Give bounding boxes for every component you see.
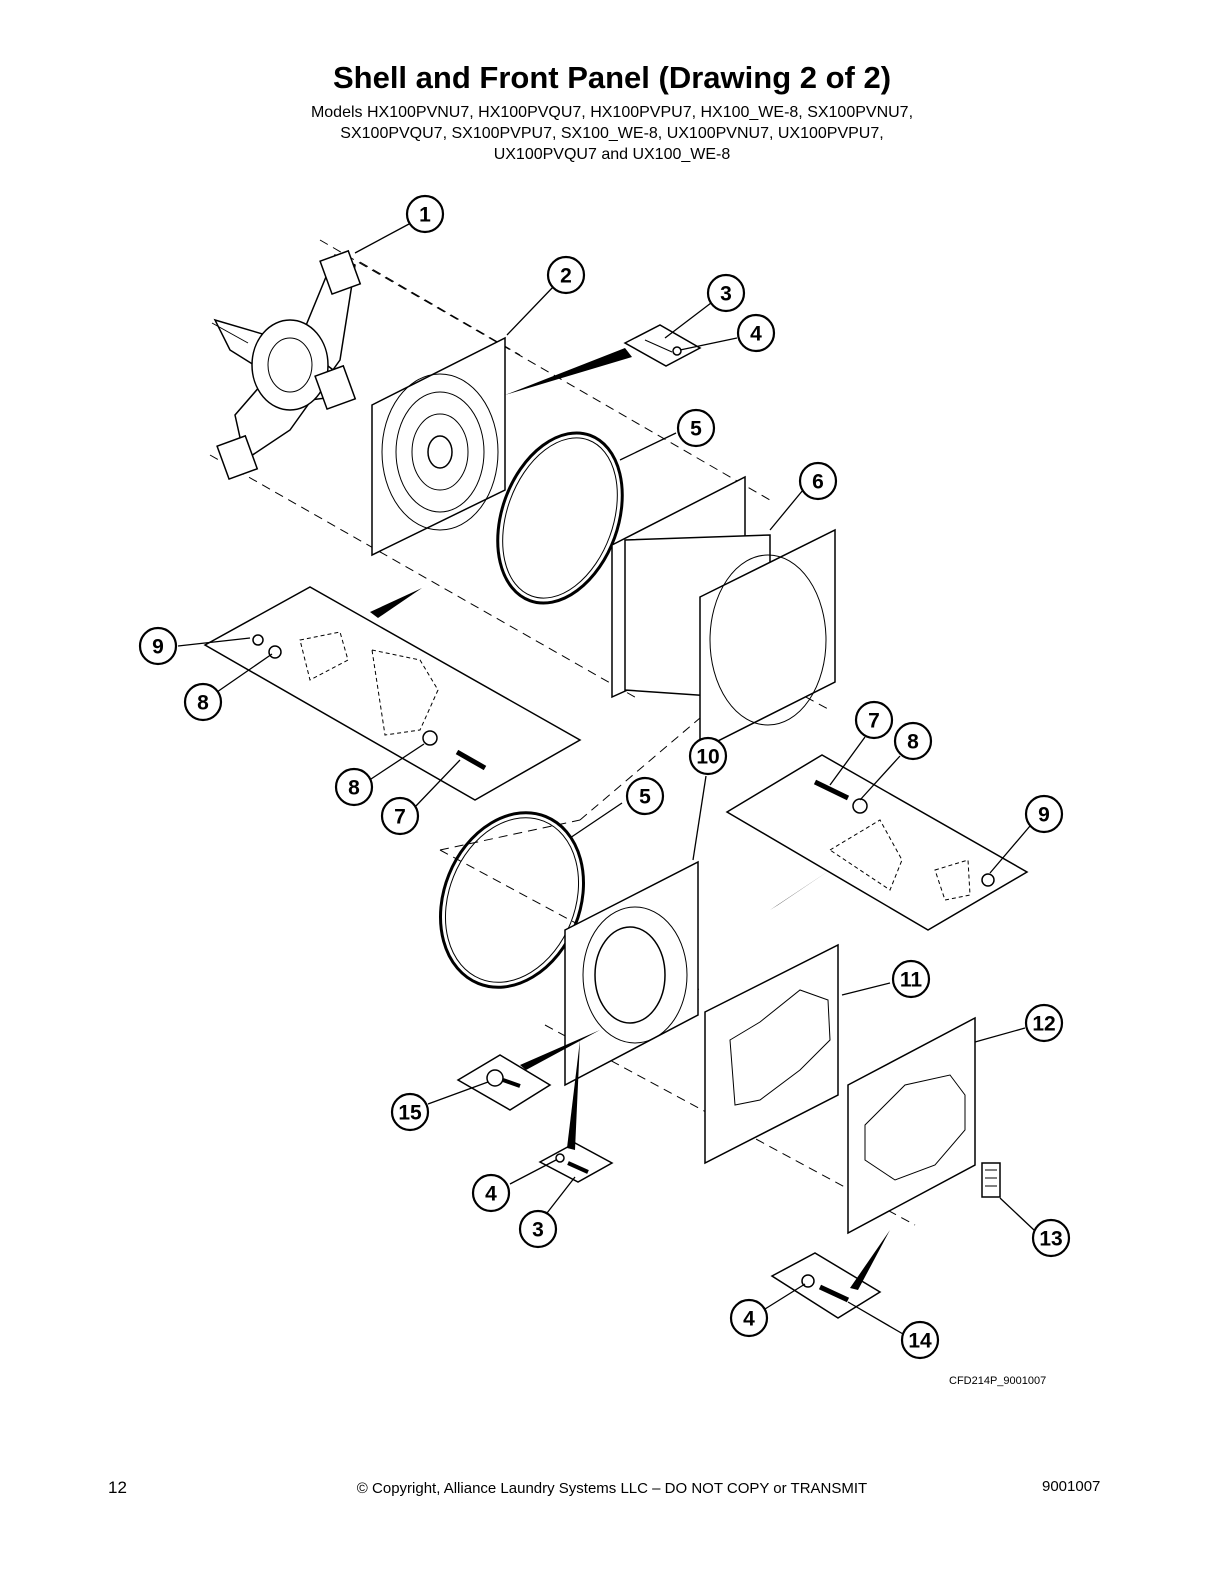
callout-8: 8 [183, 682, 223, 722]
callout-10: 10 [688, 736, 728, 776]
model-list: Models HX100PVNU7, HX100PVQU7, HX100PVPU… [0, 102, 1224, 165]
part-10-front-panel [564, 860, 699, 1087]
callout-6: 6 [798, 461, 838, 501]
callout-14: 14 [900, 1320, 940, 1360]
drawing-code: CFD214P_9001007 [949, 1375, 1047, 1387]
svg-text:3: 3 [532, 1219, 544, 1242]
callout-4: 4 [736, 313, 776, 353]
callout-1: 1 [405, 194, 445, 234]
part-11-mounting-plate [704, 943, 839, 1165]
callout-9: 9 [1024, 794, 1064, 834]
callout-7: 7 [380, 796, 420, 836]
callout-15: 15 [390, 1092, 430, 1132]
svg-text:7: 7 [394, 806, 406, 829]
svg-text:14: 14 [908, 1330, 932, 1353]
svg-text:15: 15 [398, 1102, 422, 1125]
part-12-cover-plate [847, 1016, 976, 1235]
part-6-shell [611, 475, 836, 752]
svg-text:9: 9 [1038, 804, 1050, 827]
inset-fastener-bottom [770, 1230, 890, 1319]
svg-text:7: 7 [868, 710, 880, 733]
svg-text:4: 4 [485, 1183, 497, 1206]
svg-text:4: 4 [750, 323, 762, 346]
svg-text:8: 8 [907, 731, 919, 754]
svg-text:5: 5 [690, 418, 702, 441]
part-5-gasket-upper [496, 431, 624, 605]
callout-9: 9 [138, 626, 178, 666]
part-1-spider [211, 249, 362, 481]
page-title: Shell and Front Panel (Drawing 2 of 2) [332, 60, 892, 95]
svg-text:1: 1 [419, 204, 431, 227]
page-number: 12 [108, 1478, 127, 1497]
svg-text:8: 8 [348, 777, 360, 800]
callout-5: 5 [676, 408, 716, 448]
svg-text:6: 6 [812, 471, 824, 494]
part-2-rear-panel [371, 336, 506, 557]
model-list-line: Models HX100PVNU7, HX100PVQU7, HX100PVPU… [310, 104, 914, 121]
svg-text:9: 9 [152, 636, 164, 659]
document-number: 9001007 [1042, 1478, 1101, 1495]
callout-12: 12 [1024, 1003, 1064, 1043]
svg-text:13: 13 [1039, 1228, 1062, 1251]
svg-text:10: 10 [696, 746, 719, 769]
model-list-line: UX100PVQU7 and UX100_WE-8 [493, 146, 731, 163]
callout-8: 8 [893, 721, 933, 761]
callout-13: 13 [1031, 1218, 1071, 1258]
callout-4: 4 [729, 1298, 769, 1338]
model-list-line: SX100PVQU7, SX100PVPU7, SX100_WE-8, UX10… [340, 125, 884, 142]
callout-5: 5 [625, 776, 665, 816]
svg-text:2: 2 [560, 265, 572, 288]
callout-2: 2 [546, 255, 586, 295]
svg-text:11: 11 [900, 969, 923, 992]
svg-text:5: 5 [639, 786, 651, 809]
callout-3: 3 [706, 273, 746, 313]
callout-11: 11 [891, 959, 931, 999]
callout-3: 3 [518, 1209, 558, 1249]
callout-leaders [177, 223, 1035, 1335]
svg-text:8: 8 [197, 692, 209, 715]
svg-text:3: 3 [720, 283, 732, 306]
svg-text:4: 4 [743, 1308, 755, 1331]
callout-8: 8 [334, 767, 374, 807]
inset-fastener-right [725, 754, 1029, 931]
inset-fastener-lower [538, 1040, 614, 1183]
callout-4: 4 [471, 1173, 511, 1213]
inset-fastener-top [505, 324, 702, 395]
part-13-label [981, 1162, 1001, 1198]
callout-7: 7 [854, 700, 894, 740]
copyright-notice: © Copyright, Alliance Laundry Systems LL… [356, 1480, 868, 1497]
inset-fastener-left [203, 586, 582, 801]
svg-text:12: 12 [1032, 1013, 1055, 1036]
